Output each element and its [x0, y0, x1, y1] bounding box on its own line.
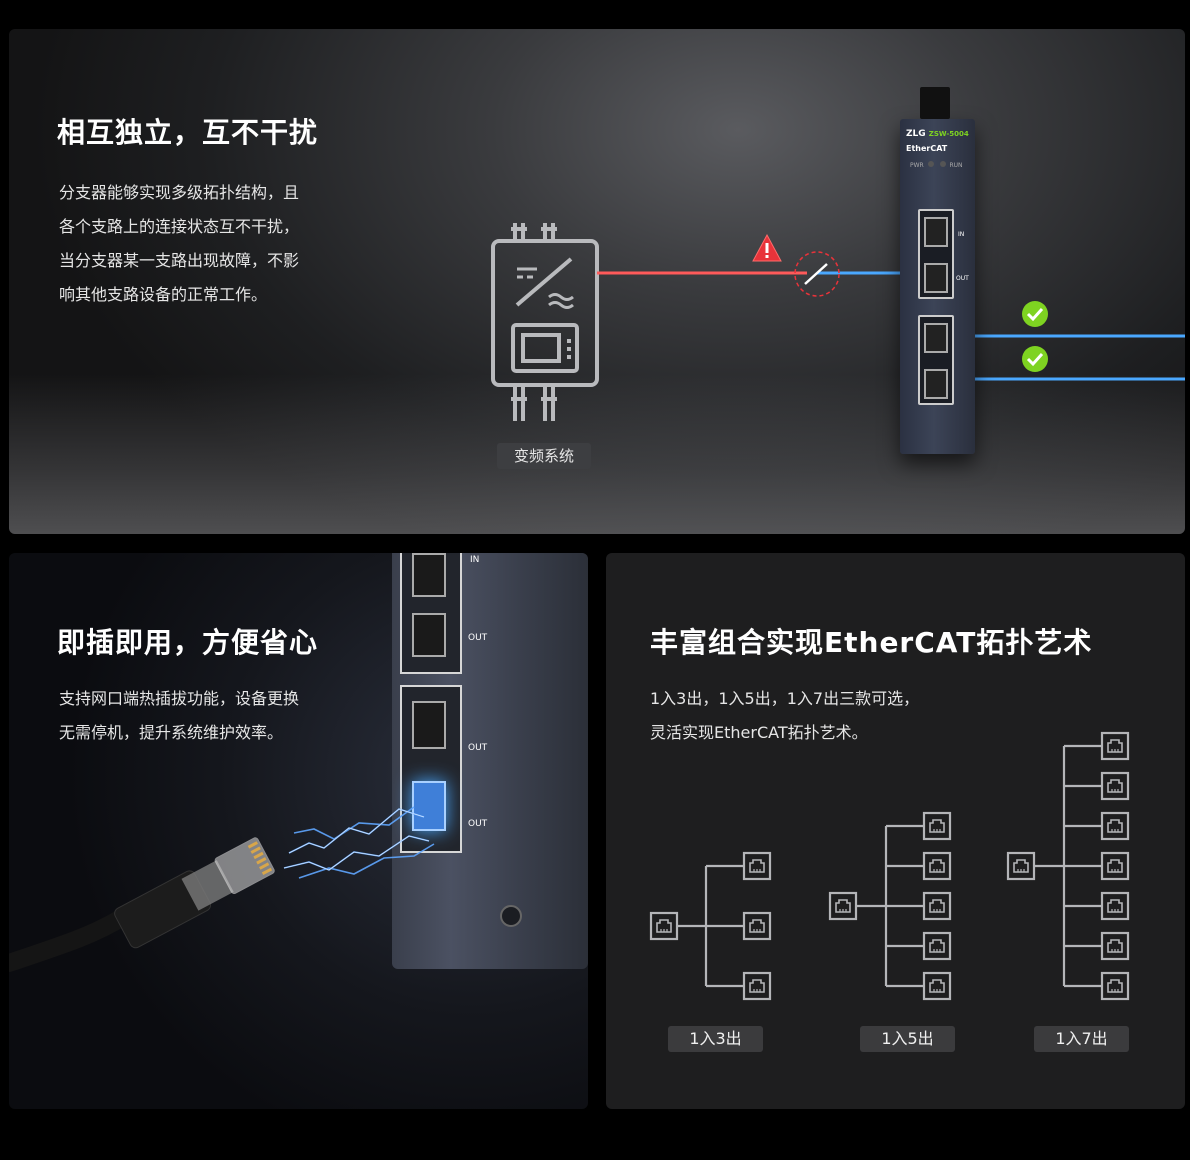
screw-icon	[500, 905, 522, 927]
output-port-icon	[742, 851, 772, 881]
vfd-icon	[491, 223, 599, 421]
plug-and-play-section: 即插即用，方便省心 支持网口端热插拔功能，设备更换 无需停机，提升系统维护效率。…	[9, 553, 588, 1109]
output-port-icon	[742, 911, 772, 941]
ethernet-port[interactable]	[924, 217, 948, 247]
description-line: 支持网口端热插拔功能，设备更换	[59, 689, 300, 708]
topology-tree	[856, 824, 924, 988]
ethernet-port[interactable]	[924, 323, 948, 353]
ethernet-port[interactable]	[412, 701, 446, 749]
port-label: IN	[470, 555, 480, 565]
device-closeup: IN OUT OUT OUT	[392, 553, 588, 969]
output-port-icon	[922, 891, 952, 921]
port-group	[400, 553, 462, 674]
port-label: OUT	[468, 819, 488, 829]
output-port-icon	[742, 971, 772, 1001]
port-group	[400, 685, 462, 853]
input-port-icon	[1006, 851, 1036, 881]
independent-title: 相互独立，互不干扰	[57, 116, 319, 149]
rj45-cable	[9, 837, 275, 972]
topology-tree	[1034, 744, 1102, 988]
topology-description: 1入3出，1入5出，1入7出三款可选， 灵活实现EtherCAT拓扑艺术。	[650, 682, 919, 750]
ethernet-port-active[interactable]	[412, 781, 446, 831]
description-line: 灵活实现EtherCAT拓扑艺术。	[650, 723, 868, 742]
topology-title: 丰富组合实现EtherCAT拓扑艺术	[650, 626, 1093, 659]
ethercat-switch-device: ZLG ZSW-5004 EtherCAT PWR RUN IN OUT	[900, 87, 975, 454]
output-port-icon	[1100, 891, 1130, 921]
output-port-icon	[922, 851, 952, 881]
check-ok-icon	[1022, 346, 1048, 372]
ethernet-port[interactable]	[412, 553, 446, 597]
output-port-icon	[1100, 731, 1130, 761]
vfd-label: 变频系统	[497, 443, 591, 469]
fault-link	[597, 251, 932, 297]
ok-links	[949, 334, 1185, 381]
topology-diagrams	[649, 731, 1130, 1001]
port-label: OUT	[468, 743, 488, 753]
output-port-icon	[1100, 931, 1130, 961]
description-line: 无需停机，提升系统维护效率。	[59, 723, 284, 742]
ethernet-port[interactable]	[412, 613, 446, 657]
topology-section: 丰富组合实现EtherCAT拓扑艺术 1入3出，1入5出，1入7出三款可选， 灵…	[606, 553, 1185, 1109]
device-sub-logo: EtherCAT	[906, 144, 948, 153]
floor-reflection	[9, 374, 1185, 534]
plug-description: 支持网口端热插拔功能，设备更换 无需停机，提升系统维护效率。	[59, 682, 299, 750]
description-line: 1入3出，1入5出，1入7出三款可选，	[650, 689, 920, 708]
plug-title: 即插即用，方便省心	[57, 626, 319, 659]
port-label: IN	[958, 231, 965, 238]
option-label-1in7out: 1入7出	[1034, 1026, 1129, 1052]
electric-spark-effect	[283, 806, 435, 879]
output-port-icon	[922, 931, 952, 961]
port-group	[918, 315, 954, 405]
device-model: ZSW-5004	[928, 130, 969, 138]
output-port-icon	[1100, 851, 1130, 881]
option-label-1in3out: 1入3出	[668, 1026, 763, 1052]
ethernet-port[interactable]	[924, 369, 948, 399]
warning-icon	[752, 233, 782, 262]
output-port-icon	[1100, 811, 1130, 841]
output-port-icon	[922, 811, 952, 841]
topology-tree	[677, 864, 744, 988]
led-label: PWR	[910, 162, 924, 169]
device-brand: ZLG	[906, 129, 926, 139]
output-port-icon	[1100, 971, 1130, 1001]
input-port-icon	[649, 911, 679, 941]
port-label: OUT	[468, 633, 488, 643]
check-ok-icon	[1022, 301, 1048, 327]
description-line: 响其他支路设备的正常工作。	[59, 285, 268, 304]
independent-section: 相互独立，互不干扰 分支器能够实现多级拓扑结构，且 各个支路上的连接状态互不干扰…	[9, 29, 1185, 534]
description-line: 分支器能够实现多级拓扑结构，且	[59, 183, 300, 202]
output-port-icon	[922, 971, 952, 1001]
independent-description: 分支器能够实现多级拓扑结构，且 各个支路上的连接状态互不干扰， 当分支器某一支路…	[59, 176, 299, 312]
led-label: RUN	[949, 162, 963, 169]
description-line: 各个支路上的连接状态互不干扰，	[59, 217, 300, 236]
port-label: OUT	[956, 275, 969, 282]
description-line: 当分支器某一支路出现故障，不影	[59, 251, 300, 270]
output-port-icon	[1100, 771, 1130, 801]
option-label-1in5out: 1入5出	[860, 1026, 955, 1052]
terminal-connector	[920, 87, 950, 119]
port-group	[918, 209, 954, 299]
input-port-icon	[828, 891, 858, 921]
ethernet-port[interactable]	[924, 263, 948, 293]
